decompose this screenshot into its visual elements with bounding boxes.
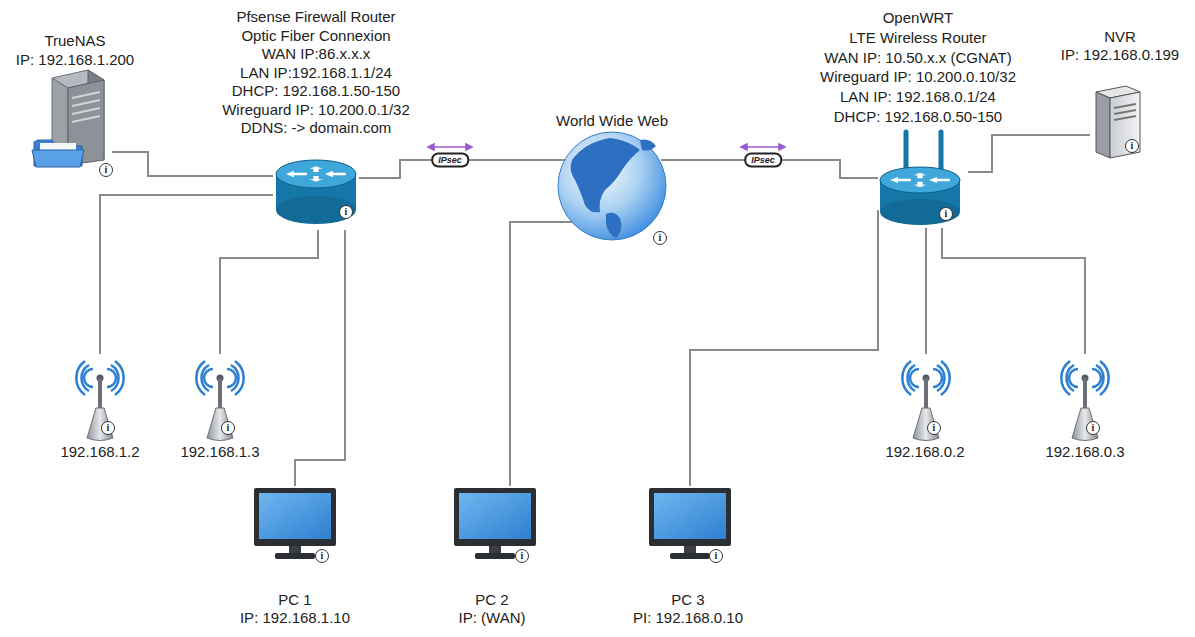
network-link: [510, 222, 574, 486]
tunnel-arrow: [428, 144, 785, 150]
device-name: 192.168.0.3: [1045, 443, 1124, 461]
info-badge: i: [515, 549, 529, 563]
node-caption: Pfsense Firewall RouterOptic Fiber Conne…: [222, 8, 410, 138]
device-name: OpenWRT: [820, 8, 1016, 28]
device-detail: PI: 192.168.0.10: [633, 609, 743, 627]
node-caption: World Wide Web: [556, 112, 668, 130]
info-badge: i: [101, 421, 115, 435]
internet-node: World Wide Web: [556, 132, 670, 240]
monitor-icon: [254, 488, 731, 559]
info-badge: i: [927, 421, 941, 435]
device-detail: WAN IP:86.x.x.x: [222, 45, 410, 64]
node-caption: 192.168.0.3: [1045, 443, 1124, 461]
node-caption: PC 2IP: (WAN): [459, 591, 526, 627]
network-link: [968, 135, 1090, 172]
device-detail: LAN IP:192.168.1.1/24: [222, 64, 410, 83]
device-detail: DDNS: -> domain.com: [222, 119, 410, 138]
device-name: World Wide Web: [556, 112, 668, 130]
device-name: TrueNAS: [16, 31, 134, 50]
network-link: [220, 230, 318, 354]
node-caption: 192.168.1.2: [60, 443, 139, 461]
info-badge: i: [1086, 421, 1100, 435]
device-detail: Wireguard IP: 10.200.0.10/32: [820, 67, 1016, 87]
router-icon: [276, 160, 356, 224]
server-icon: [32, 70, 104, 167]
device-detail: DHCP: 192.168.0.50-150: [820, 107, 1016, 127]
node-caption: TrueNASIP: 192.168.1.200: [16, 31, 134, 69]
info-badge: i: [709, 549, 723, 563]
device-detail: WAN IP: 10.50.x.x (CGNAT): [820, 48, 1016, 68]
node-caption: 192.168.0.2: [885, 443, 964, 461]
device-detail: Wireguard IP: 10.200.0.1/32: [222, 101, 410, 120]
lte-router-icon: [880, 132, 960, 225]
info-badge: i: [221, 421, 235, 435]
info-badge: i: [653, 231, 667, 245]
device-name: 192.168.1.3: [180, 443, 259, 461]
device-name: PC 1: [240, 591, 350, 609]
node-caption: PC 1IP: 192.168.1.10: [240, 591, 350, 627]
info-badge: i: [939, 207, 953, 221]
device-name: 192.168.0.2: [885, 443, 964, 461]
info-badge: i: [99, 163, 113, 177]
node-caption: NVRIP: 192.168.0.199: [1061, 28, 1179, 64]
device-name: PC 2: [459, 591, 526, 609]
node-caption: PC 3PI: 192.168.0.10: [633, 591, 743, 627]
network-link: [690, 210, 878, 486]
tunnel-label: IPsec: [744, 153, 782, 168]
nvr-icon: [1096, 86, 1140, 158]
network-link: [942, 228, 1085, 354]
device-detail: LTE Wireless Router: [820, 28, 1016, 48]
router-node: OpenWRTLTE Wireless RouterWAN IP: 10.50.…: [872, 128, 968, 228]
info-badge: i: [1125, 139, 1139, 153]
node-caption: 192.168.1.3: [180, 443, 259, 461]
device-detail: IP: 192.168.1.10: [240, 609, 350, 627]
device-name: Pfsense Firewall Router: [222, 8, 410, 27]
tunnel-label: IPsec: [431, 153, 469, 168]
device-name: NVR: [1061, 28, 1179, 46]
device-detail: DHCP: 192.168.1.50-150: [222, 82, 410, 101]
device-name: PC 3: [633, 591, 743, 609]
node-caption: OpenWRTLTE Wireless RouterWAN IP: 10.50.…: [820, 8, 1016, 127]
access-point-icon: [76, 361, 1108, 441]
device-name: 192.168.1.2: [60, 443, 139, 461]
device-detail: IP: 192.168.1.200: [16, 50, 134, 69]
info-badge: i: [315, 549, 329, 563]
device-detail: IP: 192.168.0.199: [1061, 46, 1179, 64]
device-detail: Optic Fiber Connexion: [222, 27, 410, 46]
server-node: TrueNASIP: 192.168.1.200: [30, 68, 112, 168]
network-link: [112, 152, 273, 176]
globe-icon: [558, 132, 666, 240]
network-link: [925, 228, 927, 354]
info-badge: i: [339, 205, 353, 219]
network-link: [100, 195, 273, 354]
device-detail: LAN IP: 192.168.0.1/24: [820, 87, 1016, 107]
network-link: [295, 230, 345, 486]
device-detail: IP: (WAN): [459, 609, 526, 627]
